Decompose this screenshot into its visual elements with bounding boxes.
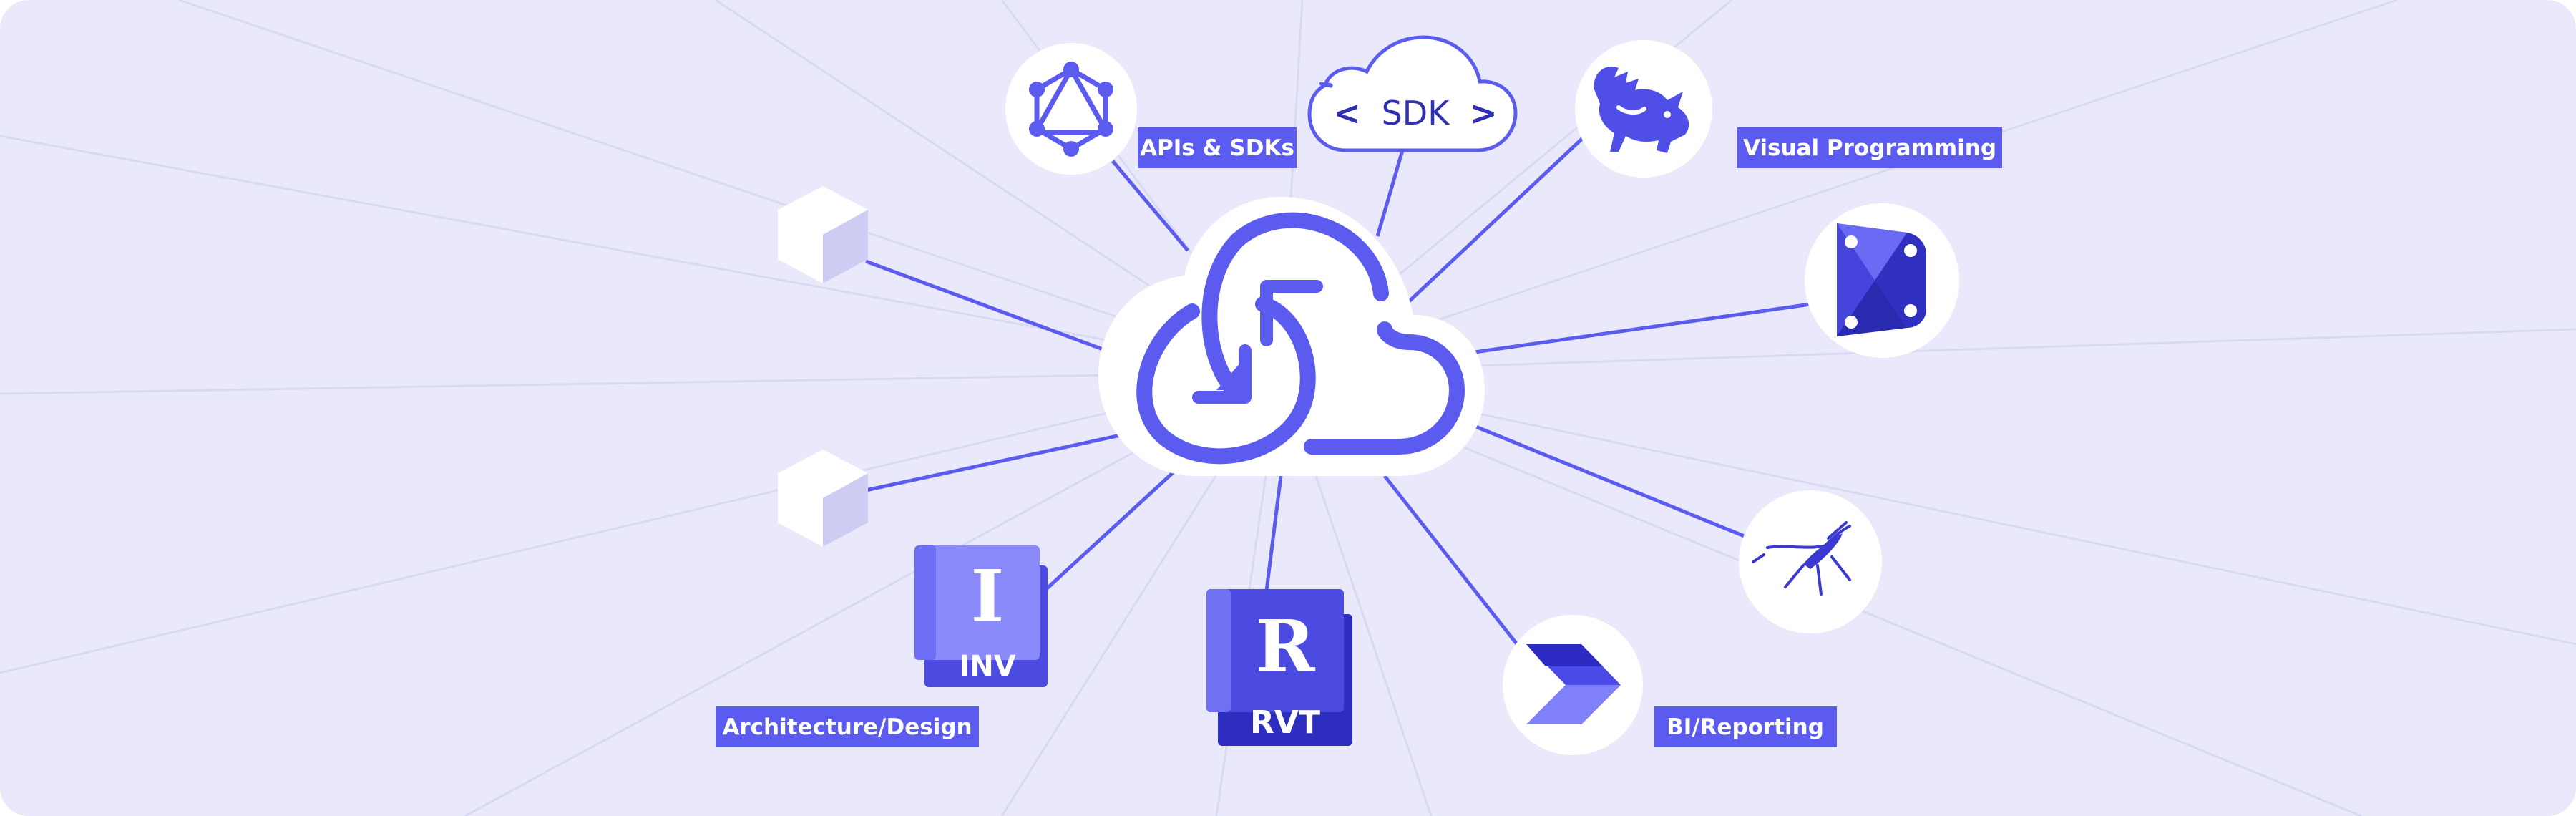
dynamo-icon bbox=[1805, 203, 1959, 358]
label-visual-programming-text: Visual Programming bbox=[1743, 135, 1996, 161]
graphql-icon bbox=[1005, 43, 1137, 175]
revit-code: RVT bbox=[1250, 704, 1320, 741]
label-visual-programming: Visual Programming bbox=[1737, 127, 2002, 168]
cube-icon-bottom bbox=[778, 450, 868, 547]
power-automate-icon bbox=[1503, 615, 1643, 755]
connectors bbox=[865, 135, 1811, 646]
sdk-label: SDK bbox=[1382, 94, 1451, 132]
label-bi-reporting-text: BI/Reporting bbox=[1667, 714, 1824, 740]
grasshopper-icon bbox=[1739, 490, 1882, 633]
label-architecture-design: Architecture/Design bbox=[716, 706, 979, 747]
revit-letter: R bbox=[1255, 604, 1315, 689]
label-apis-sdks-text: APIs & SDKs bbox=[1140, 135, 1294, 161]
inventor-letter: I bbox=[971, 554, 1005, 638]
inventor-code: INV bbox=[959, 650, 1015, 683]
label-apis-sdks: APIs & SDKs bbox=[1138, 127, 1297, 168]
sdk-cloud-icon: < SDK > bbox=[1307, 35, 1518, 152]
sdk-right-bracket: > bbox=[1470, 94, 1498, 132]
cloud-sync-icon bbox=[1098, 197, 1485, 476]
inventor-app-icon: I INV bbox=[914, 545, 1048, 687]
revit-app-icon: R RVT bbox=[1206, 589, 1352, 746]
label-architecture-design-text: Architecture/Design bbox=[722, 714, 972, 740]
rhino-icon bbox=[1575, 40, 1712, 178]
label-bi-reporting: BI/Reporting bbox=[1654, 706, 1837, 747]
sdk-left-bracket: < bbox=[1333, 94, 1361, 132]
sdk-text: < SDK > bbox=[1333, 94, 1497, 132]
cube-icon-top bbox=[778, 186, 868, 283]
